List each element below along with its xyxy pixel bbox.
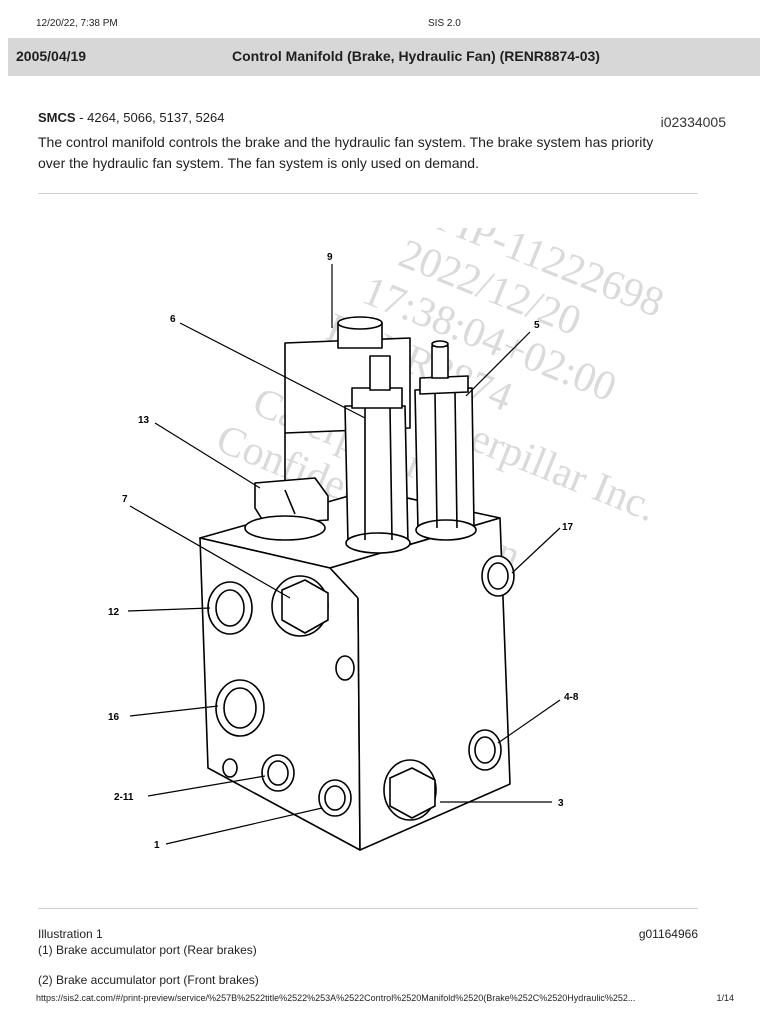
cartridge-valve-left bbox=[344, 405, 409, 544]
callout-12: 12 bbox=[108, 607, 120, 618]
print-app-name: SIS 2.0 bbox=[428, 18, 461, 29]
hex-plug-13 bbox=[254, 477, 329, 525]
divider-bottom bbox=[38, 908, 698, 909]
callout-2-11: 2-11 bbox=[114, 792, 134, 803]
illustration-caption: Illustration 1 bbox=[38, 927, 103, 941]
manifold-drawing: PIP-11222698 2022/12/20 17:38:04+02:00 R… bbox=[108, 228, 670, 851]
port-1 bbox=[318, 779, 352, 817]
callout-5: 5 bbox=[534, 320, 540, 331]
callout-13: 13 bbox=[138, 415, 150, 426]
small-port bbox=[335, 655, 355, 681]
cartridge-valve-right bbox=[414, 387, 475, 531]
document-title: Control Manifold (Brake, Hydraulic Fan) … bbox=[232, 48, 600, 64]
callout-1: 1 bbox=[154, 840, 160, 851]
description: The control manifold controls the brake … bbox=[38, 134, 654, 171]
callout-16: 16 bbox=[108, 712, 120, 723]
divider-top bbox=[38, 193, 698, 194]
smcs-codes: - 4264, 5066, 5137, 5264 bbox=[75, 110, 225, 125]
print-footer-url: https://sis2.cat.com/#/print-preview/ser… bbox=[36, 993, 636, 1003]
publication-date: 2005/04/19 bbox=[16, 48, 87, 64]
leader-lines bbox=[127, 264, 561, 845]
callout-6: 6 bbox=[170, 314, 176, 325]
smcs-line: SMCS - 4264, 5066, 5137, 5264 bbox=[38, 110, 224, 125]
port-17 bbox=[481, 555, 515, 597]
print-datetime: 12/20/22, 7:38 PM bbox=[36, 18, 118, 29]
callout-7: 7 bbox=[122, 494, 128, 505]
title-bar: 2005/04/19 Control Manifold (Brake, Hydr… bbox=[8, 38, 760, 76]
illustration-id: g01164966 bbox=[638, 927, 698, 941]
legend-item: (2) Brake accumulator port (Front brakes… bbox=[38, 973, 259, 987]
callout-9: 9 bbox=[327, 252, 333, 263]
print-header: 12/20/22, 7:38 PM SIS 2.0 bbox=[0, 18, 768, 32]
smcs-label: SMCS bbox=[38, 110, 76, 125]
manifold-illustration: PIP-11222698 2022/12/20 17:38:04+02:00 R… bbox=[90, 228, 670, 868]
port-2-11 bbox=[261, 754, 295, 792]
callout-4-8: 4-8 bbox=[564, 692, 579, 703]
port-4-8 bbox=[468, 729, 502, 771]
page-number: 1/14 bbox=[716, 993, 734, 1003]
legend-item: (1) Brake accumulator port (Rear brakes) bbox=[38, 943, 257, 957]
document-id: i02334005 bbox=[660, 114, 726, 130]
callout-3: 3 bbox=[558, 798, 564, 809]
callout-17: 17 bbox=[562, 522, 574, 533]
